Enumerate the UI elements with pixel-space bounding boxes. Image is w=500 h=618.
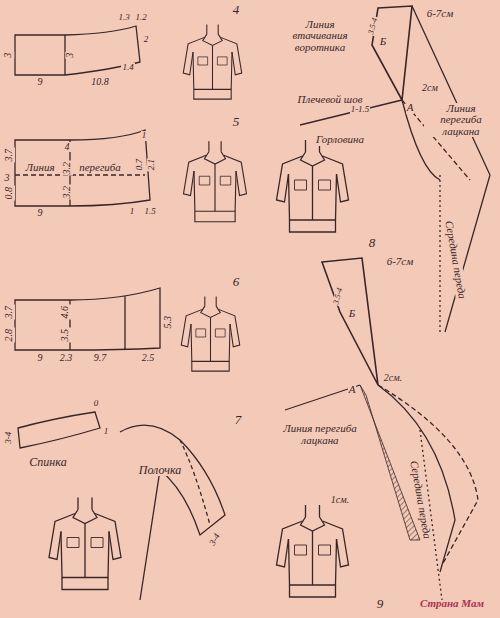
dimension-label: 1.3 (117, 13, 130, 22)
dimension-label: 0 (93, 399, 100, 408)
dimension-label: 1.4 (121, 63, 134, 72)
dimension-label: 3.2 (62, 161, 73, 176)
dimension-label: 3 (3, 52, 14, 59)
dimension-label: Б (348, 308, 357, 320)
dimension-label: Горловина (315, 134, 365, 146)
dimension-label: 2.3 (59, 353, 74, 364)
figure-number: 5 (232, 115, 241, 129)
dimension-label: 2.1 (147, 158, 156, 171)
dimension-label: Линия (24, 162, 55, 174)
dimension-label: Спинка (28, 456, 67, 469)
dimension-label: 1.5 (143, 207, 156, 216)
dimension-label: 4.6 (60, 305, 71, 320)
figure-number: 4 (232, 3, 241, 17)
dimension-label: 4 (64, 142, 71, 153)
dimension-label: 2см. (383, 373, 403, 384)
figure-number: 6 (232, 275, 241, 289)
watermark: Страна Мам (419, 598, 485, 610)
dimension-label: 3-4 (4, 431, 13, 445)
dimension-label: 3 (4, 173, 11, 184)
dimension-label: Плечевой шов (294, 94, 366, 106)
dimension-label: 1 (141, 131, 148, 140)
dimension-label: А (348, 384, 357, 396)
dimension-label: Б (379, 36, 388, 48)
dimension-label: 5.3 (163, 315, 174, 330)
dimension-label: 1 (129, 207, 136, 216)
dimension-label: 3.7 (4, 305, 15, 320)
dimension-label: 3.5-4 (332, 286, 345, 306)
dimension-label: 0.8 (4, 186, 15, 201)
dimension-label: 3-4 (207, 532, 222, 549)
figure-number: 9 (376, 597, 385, 611)
dimension-label: 2см (421, 83, 439, 94)
dimension-label: 2 (143, 35, 150, 44)
figure-number: 7 (234, 413, 243, 427)
dimension-label: перегиба (78, 162, 122, 174)
dimension-label: Линия перегиба лацкана (424, 103, 498, 138)
dimension-label: 9.7 (93, 353, 108, 364)
dimension-label: 3.5 (60, 328, 71, 343)
dimension-label: 6-7см (386, 256, 415, 268)
dimension-label: Середина переда (442, 219, 467, 301)
dimension-label: 10.8 (90, 77, 110, 88)
dimension-label: 3 (65, 52, 76, 59)
dimension-label: 3.2 (62, 185, 73, 200)
dimension-label: 1 (103, 427, 110, 436)
dimension-label: 1см. (330, 495, 350, 506)
dimension-label: Полочка (138, 464, 182, 477)
dimension-label: Линия перегиба лацкана (279, 423, 361, 446)
dimension-label: Линия втачивания воротника (279, 19, 361, 54)
dimension-label: 9 (37, 77, 44, 88)
dimension-label: 3.5-4 (367, 16, 380, 36)
dimension-label: 0.7 (135, 158, 144, 171)
dimension-label: А (406, 102, 415, 114)
dimension-label: 3.7 (4, 148, 15, 163)
dimension-label: 9 (37, 353, 44, 364)
dimension-label: 1-1.5 (350, 105, 371, 114)
dimension-label: 9 (37, 208, 44, 219)
dimension-label: 6-7см (426, 8, 455, 20)
dimension-label: 1.2 (134, 13, 147, 22)
dimension-label: 2.5 (141, 353, 156, 364)
dimension-label: 2.8 (4, 328, 15, 343)
figure-number: 8 (368, 236, 377, 250)
